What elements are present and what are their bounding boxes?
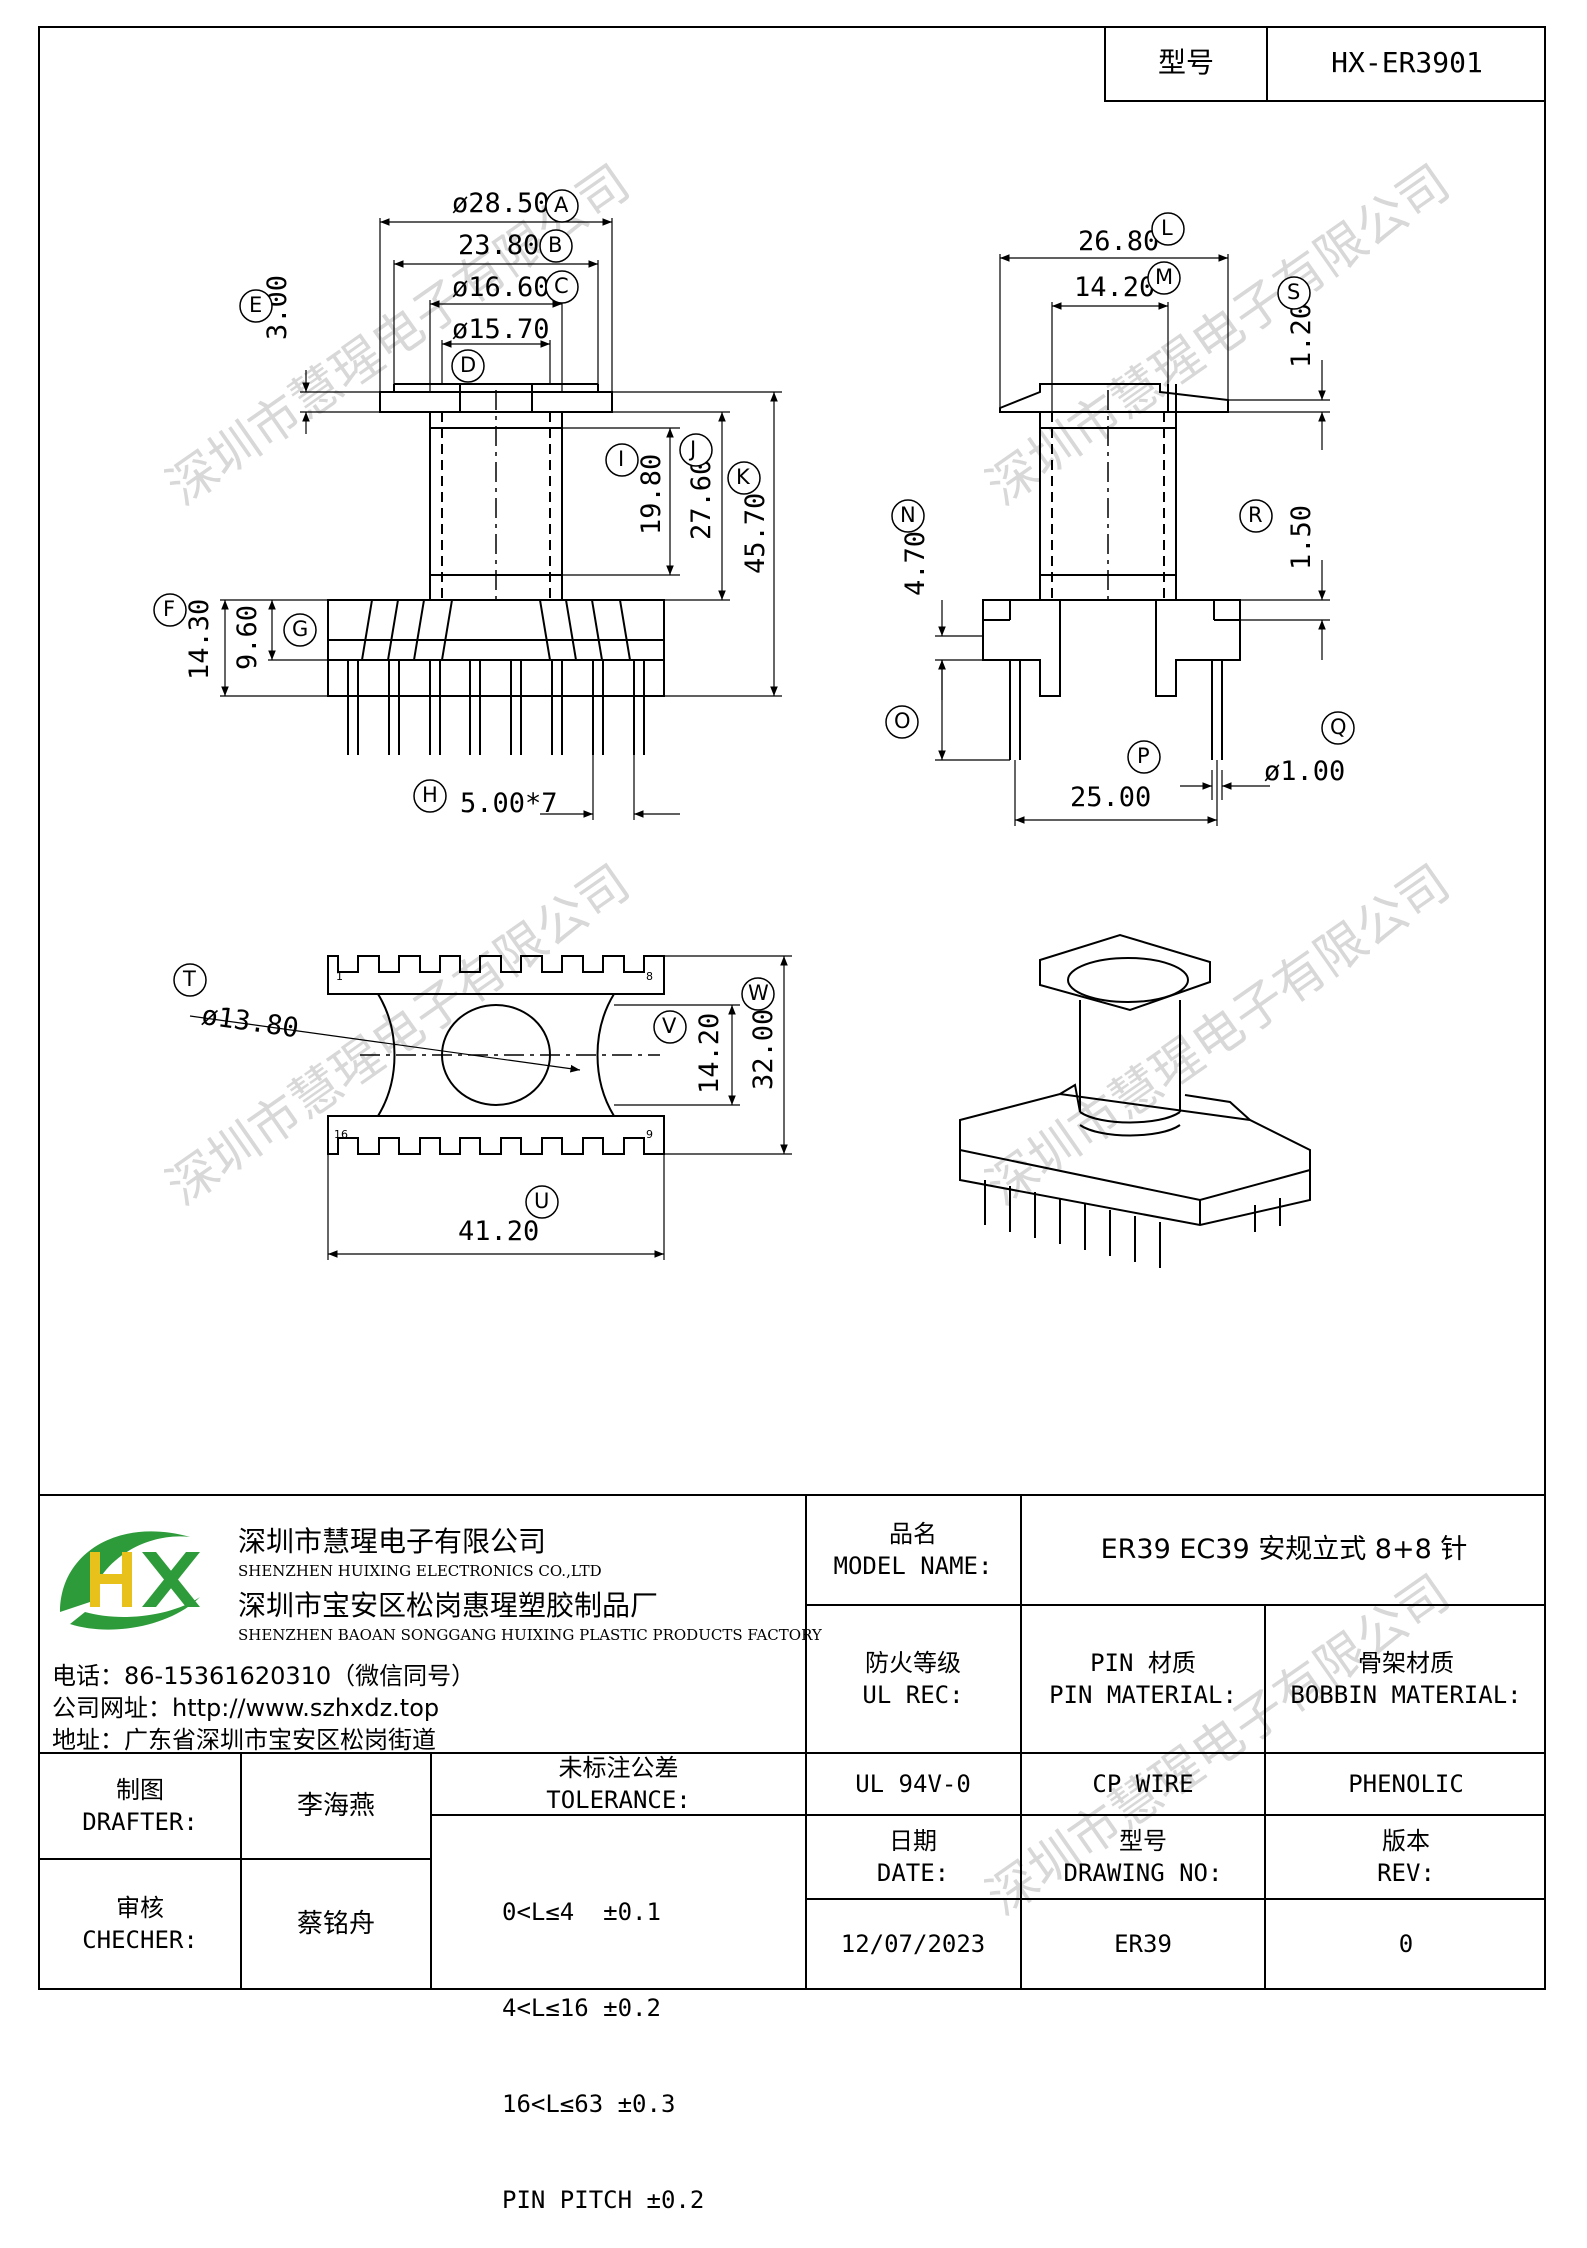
iso-pins (984, 1180, 1281, 1268)
rev-label-en: REV: (1377, 1859, 1435, 1887)
dim-L: 26.80 (1078, 226, 1160, 257)
dim-B: 23.80 (458, 230, 540, 261)
tag-R: R (1248, 503, 1263, 527)
tolerance-line: 4<L≤16 ±0.2 (502, 1994, 661, 2022)
tag-H: H (422, 783, 438, 807)
technical-drawing (189, 218, 1330, 1268)
tag-P: P (1137, 744, 1150, 768)
drawing-no-label-cn: 型号 (1119, 1827, 1167, 1855)
drawing-frame (38, 26, 1546, 1990)
tag-M: M (1155, 265, 1174, 289)
tag-V: V (662, 1014, 677, 1038)
tag-C: C (554, 274, 569, 298)
company-website[interactable]: 公司网址：http://www.szhxdz.top (52, 1694, 440, 1722)
company-address: 地址：广东省深圳市宝安区松岗街道 (52, 1726, 436, 1754)
front-view (220, 218, 782, 820)
pin-material-label-en: PIN MATERIAL: (1049, 1681, 1237, 1709)
model-value: ER39 EC39 安规立式 8+8 针 (1100, 1534, 1468, 1565)
tolerance-line: PIN PITCH ±0.2 (502, 2186, 705, 2214)
tag-U: U (534, 1189, 550, 1213)
drafter-label-en: DRAFTER: (82, 1808, 198, 1836)
drawing-no-value: ER39 (1114, 1930, 1172, 1958)
pin-material-value: CP WIRE (1092, 1770, 1194, 1798)
bottom-view (189, 955, 792, 1260)
factory-name-en: SHENZHEN BAOAN SONGGANG HUIXING PLASTIC … (238, 1626, 822, 1644)
tag-F: F (163, 597, 176, 621)
tolerance-label-cn: 未标注公差 (558, 1754, 679, 1782)
drawing-no-label-en: DRAWING NO: (1063, 1859, 1223, 1887)
tag-N: N (900, 503, 916, 527)
tag-K: K (736, 465, 750, 489)
dim-C: ø16.60 (452, 272, 550, 303)
bobbin-material-value: PHENOLIC (1348, 1770, 1464, 1798)
company-name-en: SHENZHEN HUIXING ELECTRONICS CO.,LTD (238, 1562, 602, 1580)
bobbin-material-label-en: BOBBIN MATERIAL: (1290, 1681, 1522, 1709)
part-number: HX-ER3901 (1331, 46, 1483, 79)
company-name-cn: 深圳市慧瑆电子有限公司 (238, 1525, 547, 1558)
tag-T: T (183, 967, 196, 991)
checker-label-en: CHECHER: (82, 1926, 198, 1954)
tag-A: A (554, 193, 569, 217)
pin-material-label-cn: PIN 材质 (1090, 1649, 1196, 1677)
header-box: 型号 HX-ER3901 (1104, 26, 1546, 102)
ul-label-cn: 防火等级 (865, 1649, 961, 1677)
pin-number-1: 1 (336, 970, 343, 983)
dim-P: 25.00 (1070, 782, 1152, 813)
factory-name-cn: 深圳市宝安区松岗惠瑆塑胶制品厂 (238, 1589, 659, 1622)
checker-name: 蔡铭舟 (296, 1909, 375, 1939)
rev-value: 0 (1398, 1930, 1414, 1958)
logo-text: HX (60, 1560, 61, 1561)
dim-U: 41.20 (458, 1216, 540, 1247)
checker-label-cn: 审核 (116, 1894, 164, 1922)
dim-A: ø28.50 (452, 188, 550, 219)
model-label-cn: 品名 (889, 1520, 937, 1548)
tolerance-line: 16<L≤63 ±0.3 (502, 2090, 676, 2118)
type-label: 型号 (1157, 46, 1214, 79)
tolerance-list: 0<L≤4 ±0.1 4<L≤16 ±0.2 16<L≤63 ±0.3 PIN … (502, 1832, 704, 2248)
drafter-label-cn: 制图 (116, 1776, 164, 1804)
dim-M: 14.20 (1074, 272, 1156, 303)
dim-D: ø15.70 (452, 314, 550, 345)
tag-W: W (748, 981, 769, 1005)
pin-number-16: 16 (334, 1128, 348, 1141)
company-phone: 电话：86-15361620310（微信同号） (52, 1662, 476, 1690)
dim-H: 5.00*7 (460, 788, 558, 819)
date-label-en: DATE: (876, 1859, 950, 1887)
ul-value: UL 94V-0 (855, 1770, 971, 1798)
pin-number-8: 8 (646, 970, 653, 983)
pins (347, 660, 645, 755)
tag-Q: Q (1330, 715, 1347, 739)
tag-O: O (894, 709, 911, 733)
bobbin-material-label-cn: 骨架材质 (1358, 1649, 1454, 1677)
date-value: 12/07/2023 (840, 1930, 986, 1958)
pin-number-9: 9 (646, 1128, 653, 1141)
model-label-en: MODEL NAME: (833, 1552, 993, 1580)
letter-tags (153, 189, 1355, 1219)
side-view (935, 254, 1330, 826)
tolerance-label-en: TOLERANCE: (546, 1786, 691, 1814)
tag-G: G (292, 617, 309, 641)
rev-label-cn: 版本 (1382, 1827, 1430, 1855)
tag-E: E (249, 293, 263, 317)
dim-Q: ø1.00 (1264, 756, 1346, 787)
tolerance-line: 0<L≤4 ±0.1 (502, 1898, 661, 1926)
tag-S: S (1287, 280, 1301, 304)
company-logo (60, 1531, 200, 1630)
isometric-view (959, 933, 1311, 1268)
tag-D: D (460, 353, 477, 377)
tag-I: I (618, 447, 625, 471)
ul-label-en: UL REC: (862, 1681, 964, 1709)
tag-B: B (548, 233, 563, 257)
date-label-cn: 日期 (889, 1827, 937, 1855)
tag-L: L (1161, 216, 1173, 240)
drafter-name: 李海燕 (296, 1791, 375, 1821)
tag-J: J (690, 437, 697, 461)
